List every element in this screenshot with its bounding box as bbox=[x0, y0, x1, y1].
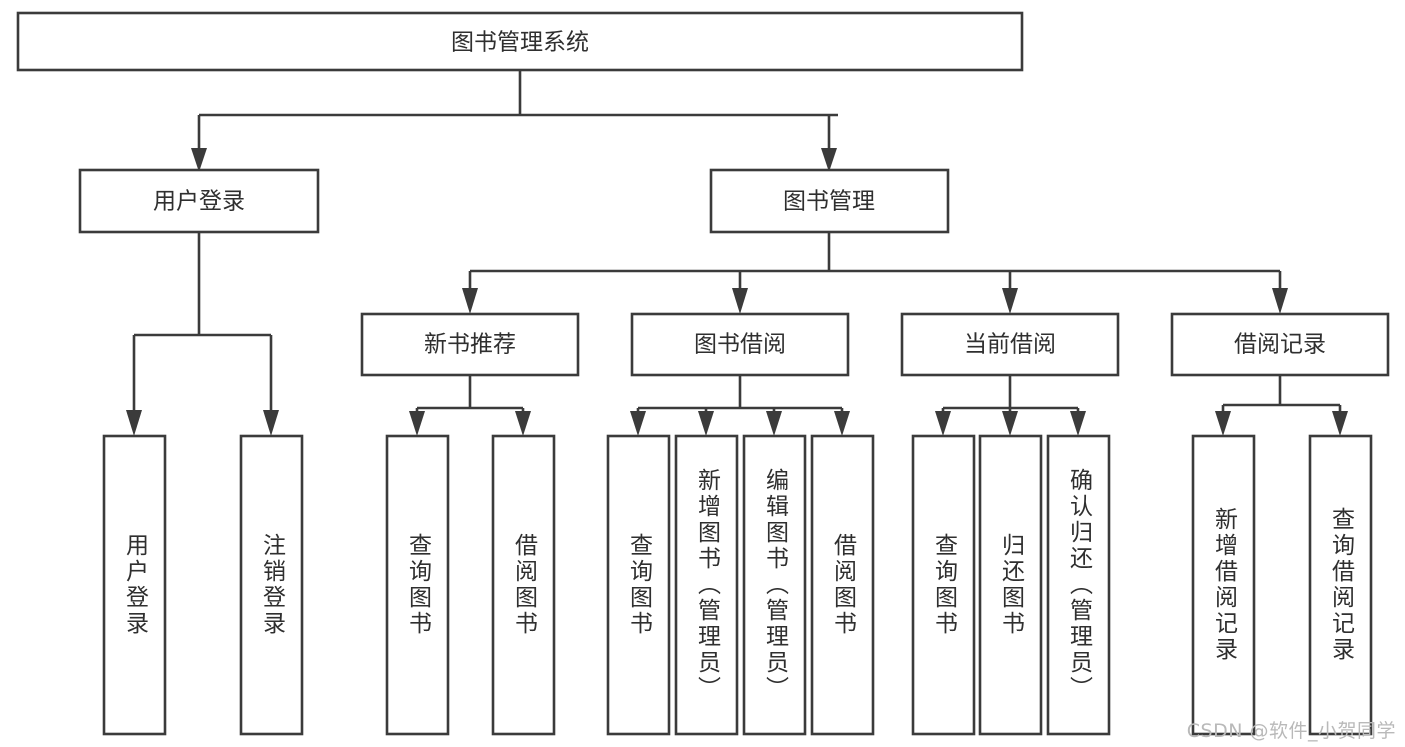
node-borrow-record-label: 借阅记录 bbox=[1234, 332, 1326, 358]
node-root[interactable]: 图书管理系统 bbox=[16, 11, 1024, 72]
leaf-book-borrow-query-label: 查询图书 bbox=[626, 533, 654, 637]
node-new-book-recommend-label: 新书推荐 bbox=[424, 332, 516, 358]
connector-root-to-level2 bbox=[191, 70, 838, 172]
leaf-borrow-record-add[interactable]: 新增借阅记录 bbox=[1191, 434, 1256, 736]
leaf-current-borrow-return[interactable]: 归还图书 bbox=[978, 434, 1043, 736]
leaf-user-login-login[interactable]: 用户登录 bbox=[102, 434, 167, 736]
leaf-current-borrow-confirm[interactable]: 确认归还（管理员） bbox=[1046, 434, 1111, 736]
leaf-new-book-query-label: 查询图书 bbox=[405, 533, 433, 637]
connector-bookborrow-to-leaves bbox=[630, 375, 850, 436]
node-current-borrow-label: 当前借阅 bbox=[964, 332, 1056, 358]
node-book-management[interactable]: 图书管理 bbox=[709, 168, 950, 234]
leaf-book-borrow-edit-label: 编辑图书（管理员） bbox=[762, 468, 790, 702]
leaf-book-borrow-borrow-label: 借阅图书 bbox=[830, 533, 858, 637]
connector-borrowrecord-to-leaves bbox=[1215, 375, 1348, 436]
leaf-book-borrow-add[interactable]: 新增图书（管理员） bbox=[674, 434, 739, 736]
leaf-new-book-query[interactable]: 查询图书 bbox=[385, 434, 450, 736]
node-new-book-recommend[interactable]: 新书推荐 bbox=[360, 312, 580, 377]
leaf-new-book-borrow[interactable]: 借阅图书 bbox=[491, 434, 556, 736]
leaf-borrow-record-query[interactable]: 查询借阅记录 bbox=[1308, 434, 1373, 736]
leaf-user-login-logout-label: 注销登录 bbox=[259, 533, 287, 637]
node-user-login[interactable]: 用户登录 bbox=[78, 168, 320, 234]
leaf-user-login-logout[interactable]: 注销登录 bbox=[239, 434, 304, 736]
leaf-book-borrow-add-label: 新增图书（管理员） bbox=[694, 468, 722, 702]
node-user-login-label: 用户登录 bbox=[153, 189, 245, 215]
connector-newbook-to-leaves bbox=[409, 375, 531, 436]
leaf-current-borrow-confirm-label: 确认归还（管理员） bbox=[1066, 468, 1094, 702]
leaf-book-borrow-query[interactable]: 查询图书 bbox=[606, 434, 671, 736]
leaf-current-borrow-query[interactable]: 查询图书 bbox=[911, 434, 976, 736]
leaf-borrow-record-add-label: 新增借阅记录 bbox=[1211, 507, 1239, 663]
connector-currentborrow-to-leaves bbox=[935, 375, 1086, 436]
leaf-book-borrow-edit[interactable]: 编辑图书（管理员） bbox=[742, 434, 807, 736]
node-borrow-record[interactable]: 借阅记录 bbox=[1170, 312, 1390, 377]
leaf-current-borrow-return-label: 归还图书 bbox=[998, 533, 1026, 637]
leaf-current-borrow-query-label: 查询图书 bbox=[931, 533, 959, 637]
node-book-borrow-label: 图书借阅 bbox=[694, 332, 786, 358]
leaf-book-borrow-borrow[interactable]: 借阅图书 bbox=[810, 434, 875, 736]
node-current-borrow[interactable]: 当前借阅 bbox=[900, 312, 1120, 377]
connector-bookmgmt-to-level3 bbox=[462, 232, 1288, 314]
connector-userlogin-to-leaves bbox=[126, 232, 279, 436]
node-book-management-label: 图书管理 bbox=[783, 189, 875, 215]
node-book-borrow[interactable]: 图书借阅 bbox=[630, 312, 850, 377]
node-root-label: 图书管理系统 bbox=[451, 30, 589, 56]
leaf-user-login-login-label: 用户登录 bbox=[122, 533, 150, 637]
leaf-new-book-borrow-label: 借阅图书 bbox=[511, 533, 539, 637]
leaf-borrow-record-query-label: 查询借阅记录 bbox=[1328, 507, 1356, 663]
